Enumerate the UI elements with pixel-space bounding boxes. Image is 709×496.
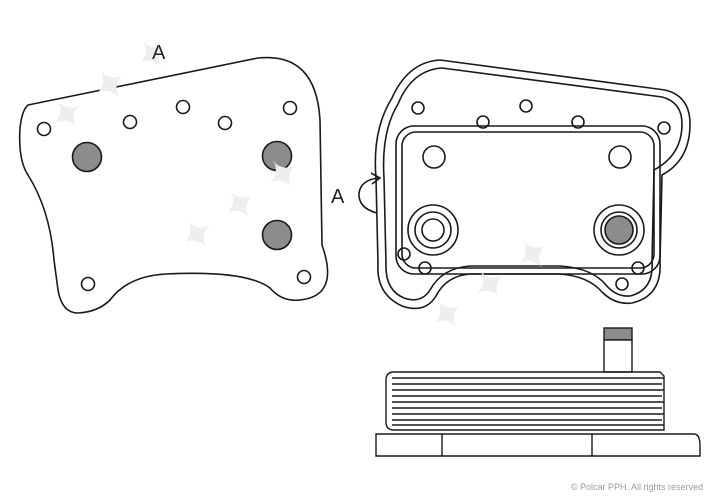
pipe-cap: [603, 327, 633, 341]
right-plate-inner-outline: [382, 67, 683, 301]
left-small-hole-4: [217, 115, 233, 131]
port-right-ring: [600, 211, 638, 249]
pipe-stem: [603, 339, 633, 373]
side-elevation-view: [375, 327, 701, 457]
right-mount-hole-2: [519, 99, 533, 113]
copyright-text: © Polcar PPH. All rights reserved: [570, 482, 703, 492]
left-port-2: [261, 140, 293, 172]
left-small-hole-2: [122, 114, 138, 130]
left-port-3: [261, 219, 293, 251]
right-mount-hole-3: [657, 121, 671, 135]
port-right-boss: [593, 204, 645, 256]
rotation-arrow: [358, 172, 382, 214]
left-small-hole-3: [175, 99, 191, 115]
right-partial-hole-1: [476, 115, 490, 129]
right-partial-hole-3: [418, 261, 432, 275]
cooler-body-inner: [401, 131, 655, 269]
right-cooler-view: [374, 59, 691, 310]
right-partial-hole-2: [571, 115, 585, 129]
cooler-body-outer: [395, 125, 661, 275]
base-plate: [375, 433, 701, 457]
rotation-arrow-head: [370, 172, 382, 185]
fin-stack-outline: [385, 371, 665, 431]
left-gasket-view: [18, 56, 329, 314]
left-small-hole-7: [296, 269, 312, 285]
view-label-top: A: [152, 42, 166, 64]
right-mount-hole-1: [411, 101, 425, 115]
right-partial-hole-4: [631, 261, 645, 275]
body-hole-2: [608, 145, 632, 169]
right-mount-hole-4: [615, 277, 629, 291]
left-small-hole-6: [80, 276, 96, 292]
port-left-ring: [414, 211, 452, 249]
left-small-hole-5: [282, 100, 298, 116]
port-left-boss: [407, 204, 459, 256]
right-mount-hole-5: [397, 247, 411, 261]
rotation-arrow-arc: [358, 177, 379, 214]
left-port-1: [71, 141, 103, 173]
port-left-bore: [421, 218, 445, 242]
port-right-bore: [604, 215, 634, 245]
left-plate-outline: [18, 56, 329, 314]
view-label-side: A: [331, 186, 345, 208]
left-small-hole-1: [36, 121, 52, 137]
body-hole-1: [422, 145, 446, 169]
